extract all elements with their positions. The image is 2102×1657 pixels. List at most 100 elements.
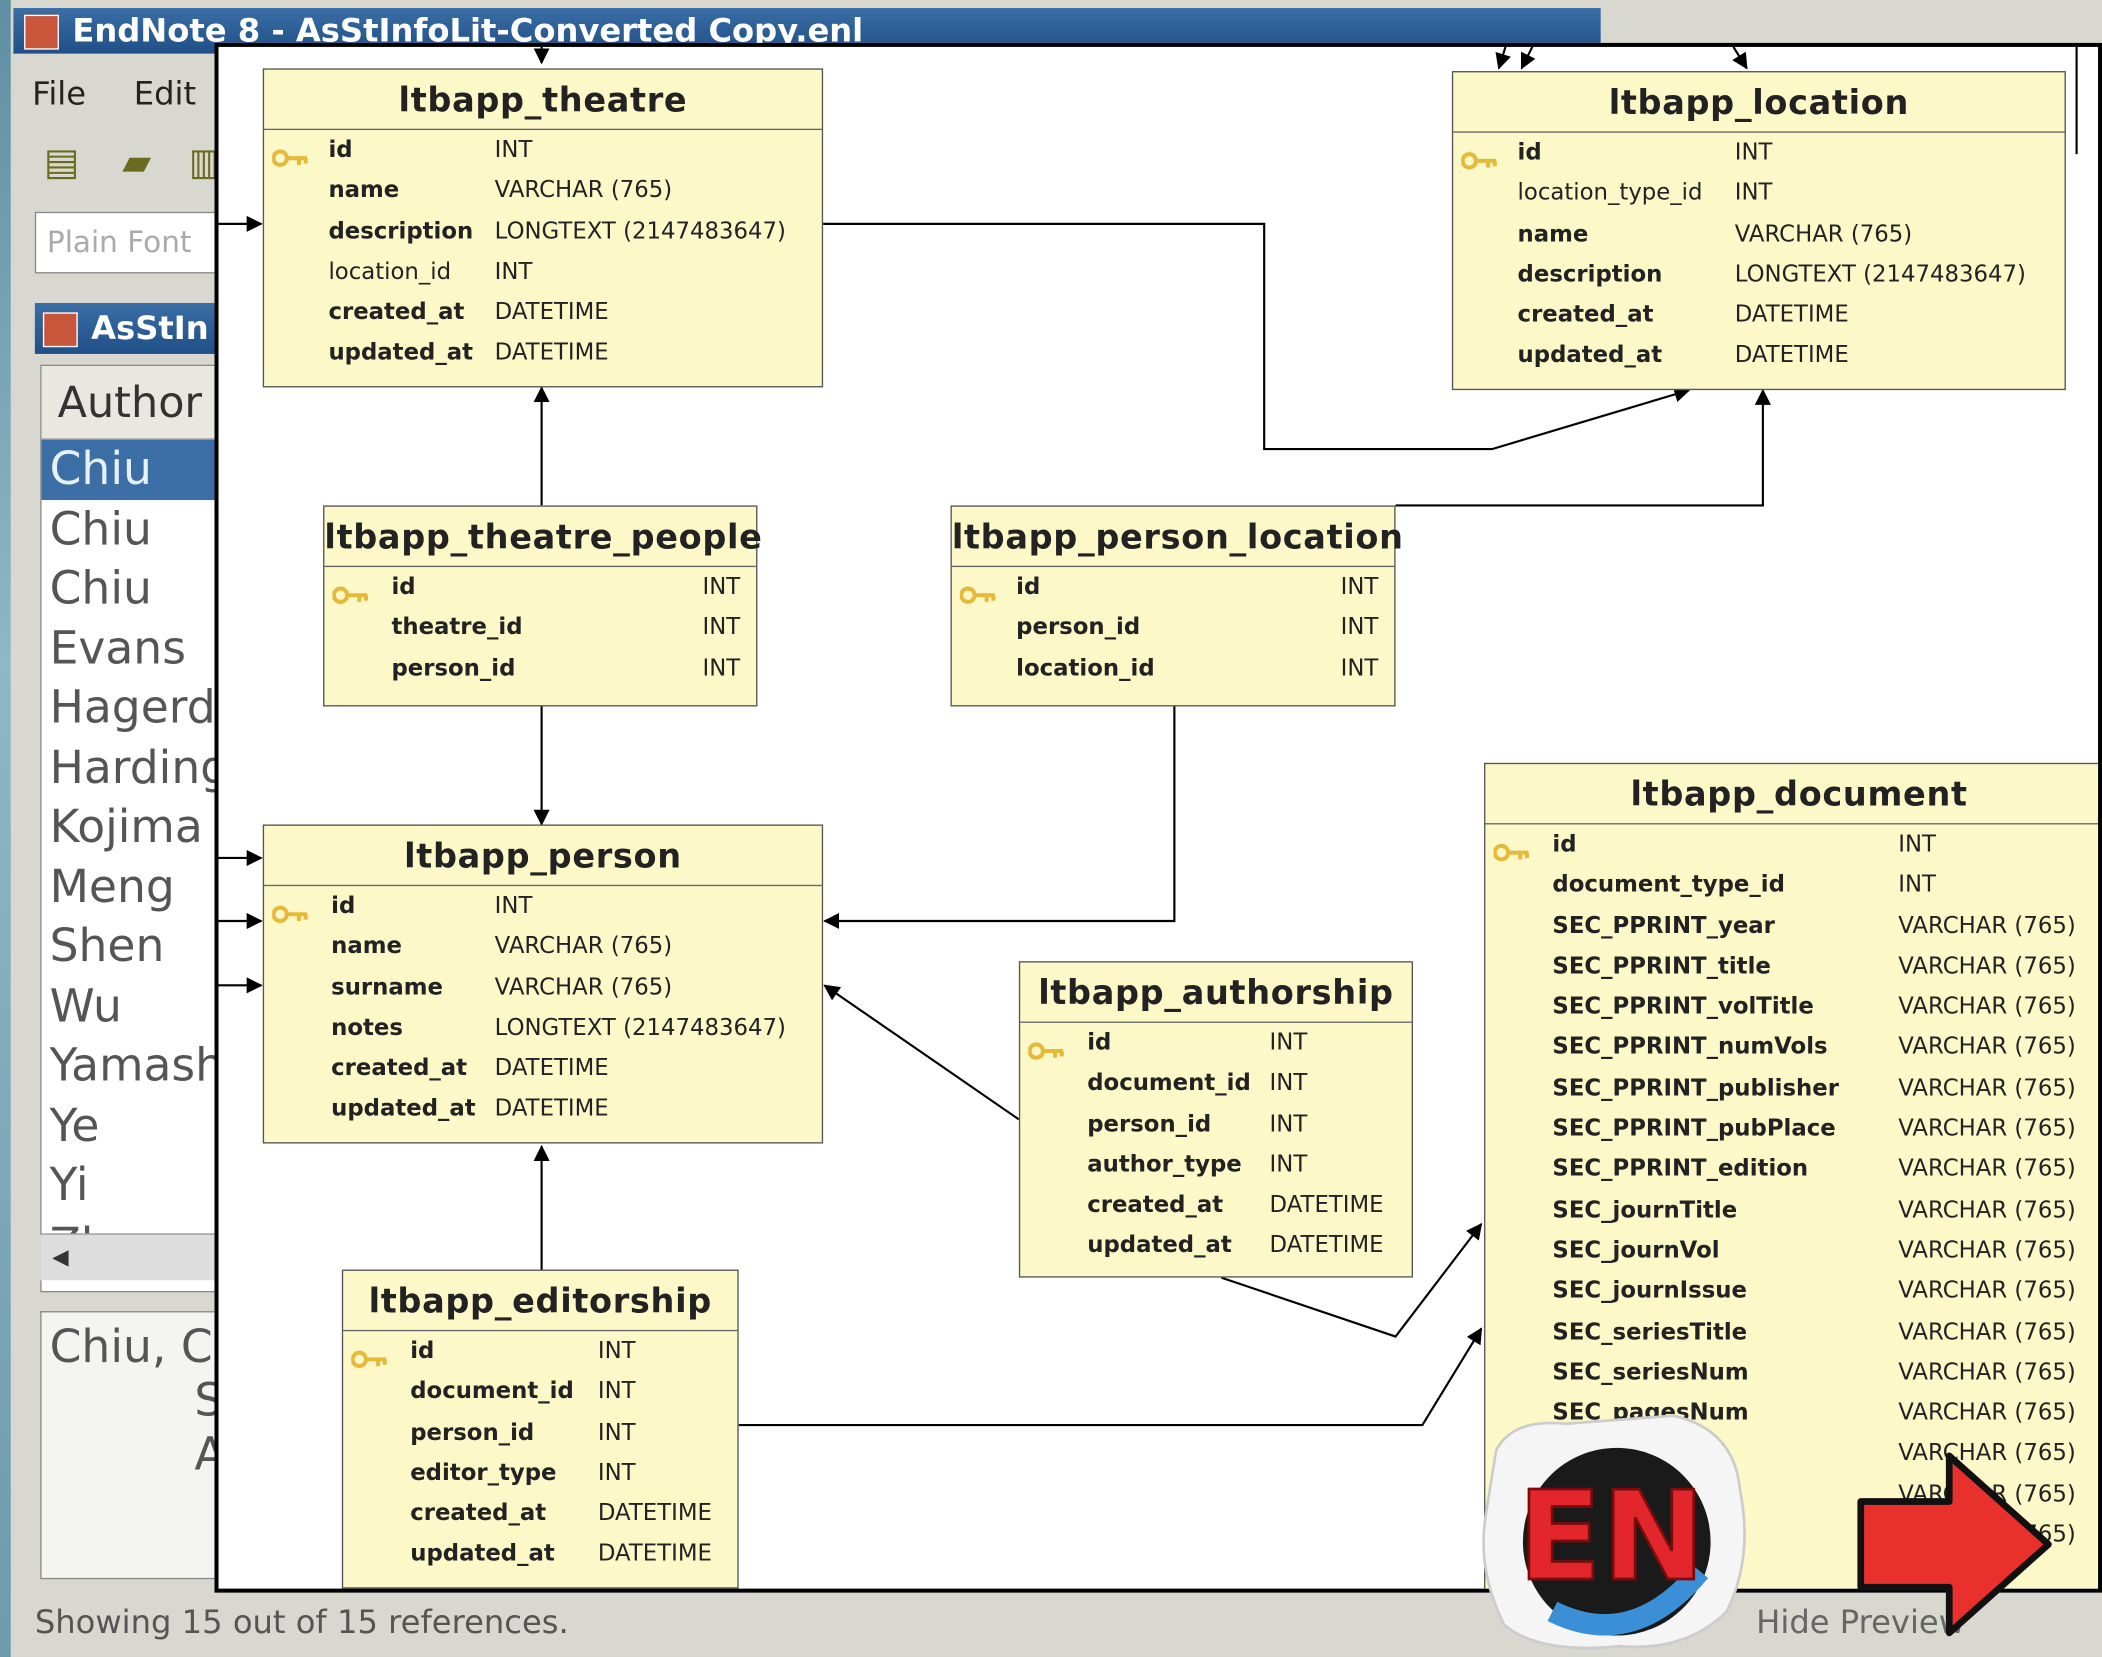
horizontal-scrollbar[interactable]: ◀: [40, 1233, 223, 1281]
column-type: VARCHAR (765): [1898, 1237, 2076, 1265]
logo-text: EN: [1518, 1466, 1705, 1609]
open-folder-icon[interactable]: ▰: [122, 139, 152, 184]
reference-row[interactable]: Ye: [49, 1098, 100, 1153]
primary-key-icon: [1027, 1034, 1066, 1060]
reference-row[interactable]: Evans: [49, 621, 186, 675]
reference-row[interactable]: Chiu: [49, 561, 152, 616]
column-name: person_id: [1087, 1110, 1212, 1138]
reference-row[interactable]: Wu: [49, 979, 122, 1033]
next-arrow-icon[interactable]: [1853, 1451, 2057, 1639]
primary-key-icon: [1492, 835, 1531, 862]
font-select[interactable]: Plain Font: [34, 211, 223, 274]
column-type: INT: [597, 1337, 636, 1365]
reference-row[interactable]: Chiu: [41, 439, 224, 500]
column-name: SEC_PPRINT_volTitle: [1552, 993, 1814, 1021]
scroll-left-icon[interactable]: ◀: [52, 1244, 69, 1270]
preview-pane: Chiu, C S A: [40, 1311, 223, 1580]
column-row[interactable]: VARCHAR (765): [1485, 1434, 2098, 1475]
column-name: person_id: [1016, 614, 1141, 642]
library-icon: [42, 312, 78, 348]
reference-row[interactable]: Harding: [49, 740, 226, 795]
column-type: INT: [494, 258, 533, 286]
reference-row[interactable]: Hagerd: [49, 681, 216, 735]
reference-row[interactable]: Kojima: [49, 800, 203, 854]
menu-file[interactable]: File: [32, 75, 87, 113]
reference-row[interactable]: Yi: [49, 1158, 89, 1212]
hide-preview-button[interactable]: Hide Preview: [1756, 1595, 1965, 1649]
column-name: created_at: [1087, 1192, 1224, 1219]
column-name: id: [1016, 573, 1041, 601]
column-name: location_id: [1016, 655, 1155, 682]
column-type: VARCHAR (765): [1898, 1156, 2076, 1183]
column-header-author[interactable]: Author: [41, 365, 224, 440]
menu-edit[interactable]: Edit: [133, 75, 197, 113]
reference-row[interactable]: Chiu: [49, 502, 152, 556]
reference-row[interactable]: Shen: [49, 919, 165, 974]
reference-row[interactable]: Meng: [49, 859, 175, 914]
column-type: INT: [494, 136, 533, 164]
reference-row[interactable]: Yamash: [49, 1038, 225, 1093]
library-titlebar[interactable]: AsStIn: [34, 302, 223, 354]
new-library-icon[interactable]: ▤: [43, 139, 80, 184]
